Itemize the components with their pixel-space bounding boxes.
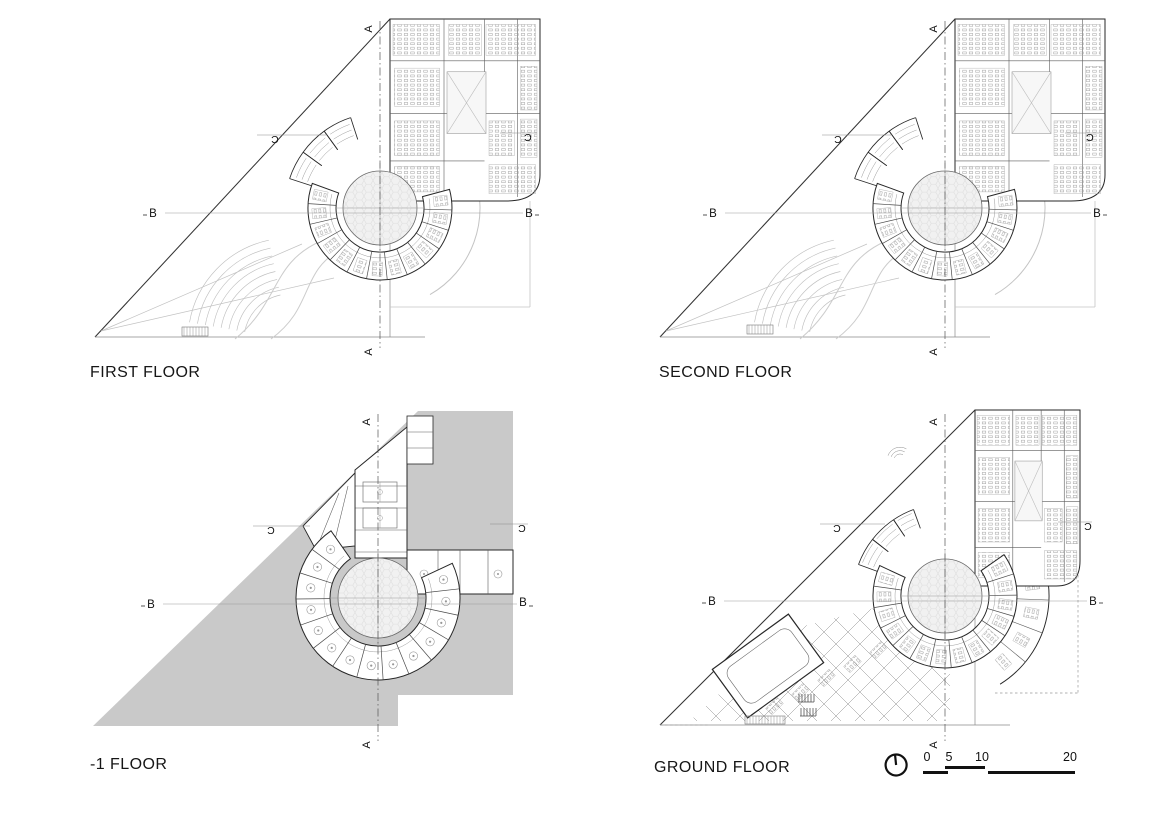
second-floor-plan-drawing: A A B B C C [659,18,1107,356]
scale-tick: 0 [923,750,931,764]
plan-ground-floor: A A B B C C [650,398,1120,753]
section-marker-b-right: B [525,208,533,220]
floor-label-second: SECOND FLOOR [659,364,793,381]
floor-label-ground: GROUND FLOOR [654,759,791,776]
section-marker-a-top: A [363,25,375,33]
section-marker-a-bottom: A [361,741,373,749]
section-marker-c-right: C [518,522,526,534]
minus-1-floor-plan-drawing: A A B B C C [93,411,533,749]
scale-bar-segment [988,771,1075,774]
section-marker-a-bottom: A [928,348,940,356]
section-marker-c-right: C [524,131,532,143]
plan-drawing-layers: A A B B C C [93,411,533,749]
section-marker-a-top: A [928,25,940,33]
ground-floor-plan-drawing: A A B B C C [659,409,1103,749]
section-marker-a-top: A [928,418,940,426]
scale-tick: 5 [945,750,953,764]
section-marker-b-left: B [147,599,155,611]
section-marker-c-right: C [1084,520,1092,532]
sports-court [711,613,825,719]
section-marker-a-bottom: A [928,741,940,749]
scale-tick: 20 [1063,750,1077,764]
plan-second-floor: A A B B C C [650,5,1120,360]
scale-bar-segment [945,766,985,769]
plan-first-floor: A A B B C C [85,5,555,360]
section-marker-b-left: B [708,596,716,608]
plan-minus-1-floor: A A B B C C [58,398,538,753]
section-marker-b-right: B [1089,596,1097,608]
section-marker-c-left: C [833,522,841,534]
section-marker-b-right: B [519,597,527,609]
section-marker-a-top: A [361,418,373,426]
plan-drawing-layers: A A B B C C [659,18,1107,356]
plan-drawing-layers: A A B B C C [94,18,541,356]
section-marker-c-left: C [834,133,842,145]
first-floor-plan-drawing: A A B B C C [94,18,541,356]
north-arrow-icon [882,750,910,778]
section-marker-b-left: B [709,208,717,220]
section-marker-b-left: B [149,208,157,220]
section-marker-b-right: B [1093,208,1101,220]
scale-bar-segment [923,771,948,774]
plan-drawing-layers: A A B B C C [659,409,1103,749]
scale-bar: 0 5 10 20 [918,750,1088,786]
floor-label-first: FIRST FLOOR [90,364,201,381]
section-marker-c-left: C [267,524,275,536]
floor-label-minus-1: -1 FLOOR [90,756,168,773]
scale-tick: 10 [975,750,989,764]
section-marker-c-left: C [271,133,279,145]
section-marker-c-right: C [1086,131,1094,143]
section-marker-a-bottom: A [363,348,375,356]
